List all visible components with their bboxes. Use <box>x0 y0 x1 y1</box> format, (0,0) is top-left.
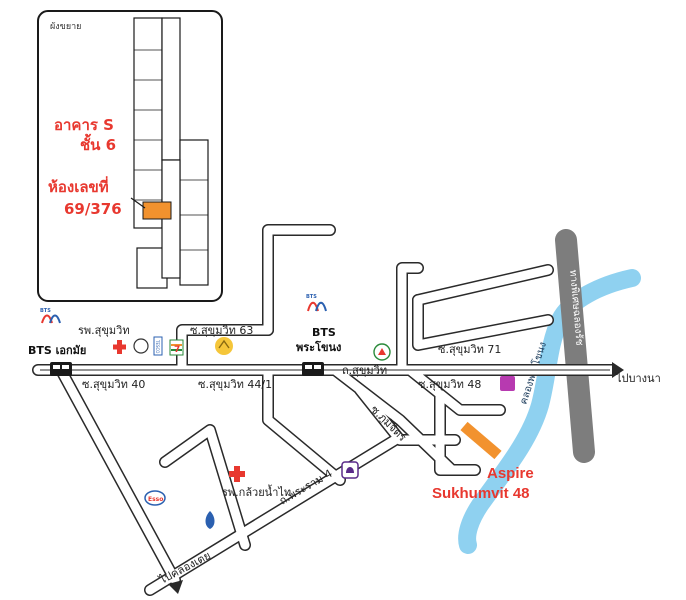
road-soi48-label: ซ.สุขุมวิท 48 <box>418 378 481 391</box>
room-label: ห้องเลขที่ <box>48 176 109 196</box>
hospital-sukhumvit-label: รพ.สุขุมวิท <box>78 324 130 337</box>
shop-logo-icon <box>500 376 515 391</box>
bank-logo-icon <box>373 343 391 361</box>
station-phrakhanong-label: พระโขนง <box>296 340 341 354</box>
inset-floor-plan: ผังขยาย อาคาร S ชั้น 6 ห้องเลขที่ <box>37 10 223 302</box>
road-soi71-label: ซ.สุขุมวิท 71 <box>438 343 501 356</box>
bank-logo-icon <box>341 461 359 479</box>
station-ekkamai-label: BTS เอกมัย <box>28 344 86 357</box>
bts-logo-icon: BTS <box>306 294 327 312</box>
road-soi63-label: ซ.สุขุมวิท 63 <box>190 324 253 337</box>
road-soi40-label: ซ.สุขุมวิท 40 <box>82 378 145 391</box>
inset-title: ผังขยาย <box>50 22 81 32</box>
svg-text:Esso: Esso <box>148 496 163 503</box>
road-to-bangna-label: ไปบางนา <box>615 372 661 385</box>
expressway <box>555 229 595 463</box>
bts-train-icon <box>50 362 72 376</box>
hospital-cross-icon <box>229 466 245 482</box>
building-label: อาคาร S <box>54 116 114 134</box>
bank-logo-icon <box>215 337 233 355</box>
hospital-kluaynamthai-label: รพ.กล้วยน้ำไท <box>222 484 291 499</box>
arrow-bangna-icon <box>612 362 624 378</box>
svg-text:BTS: BTS <box>306 294 317 300</box>
arrow-khlongtoei-icon <box>168 580 183 594</box>
highlighted-room <box>142 201 172 220</box>
tesco-logo-icon: TESCO <box>153 336 163 356</box>
hospital-cross-icon <box>113 340 126 354</box>
bank-logo-icon <box>205 511 215 529</box>
bts-train-icon <box>302 362 324 376</box>
destination-name: Sukhumvit 48 <box>432 485 530 502</box>
station-phrakhanong-label: BTS <box>312 326 336 339</box>
svg-text:BTS: BTS <box>40 308 51 314</box>
svg-text:7: 7 <box>174 345 180 355</box>
road-soi44-1-label: ซ.สุขุมวิท 44/1 <box>198 378 272 391</box>
esso-logo-icon: Esso <box>144 490 166 506</box>
road-sukhumvit-label: ถ.สุขุมวิท <box>342 364 387 377</box>
svg-text:TESCO: TESCO <box>155 339 160 353</box>
floor-label: ชั้น 6 <box>80 133 116 154</box>
room-number: 69/376 <box>64 200 122 218</box>
seven-eleven-logo-icon: 7 <box>169 339 184 356</box>
landmark-logo-icon <box>133 338 149 354</box>
destination-name: Aspire <box>487 465 534 482</box>
bts-logo-icon: BTS <box>40 308 61 324</box>
roads <box>32 224 618 596</box>
room-pointer <box>130 197 146 209</box>
destination-marker <box>460 421 502 460</box>
